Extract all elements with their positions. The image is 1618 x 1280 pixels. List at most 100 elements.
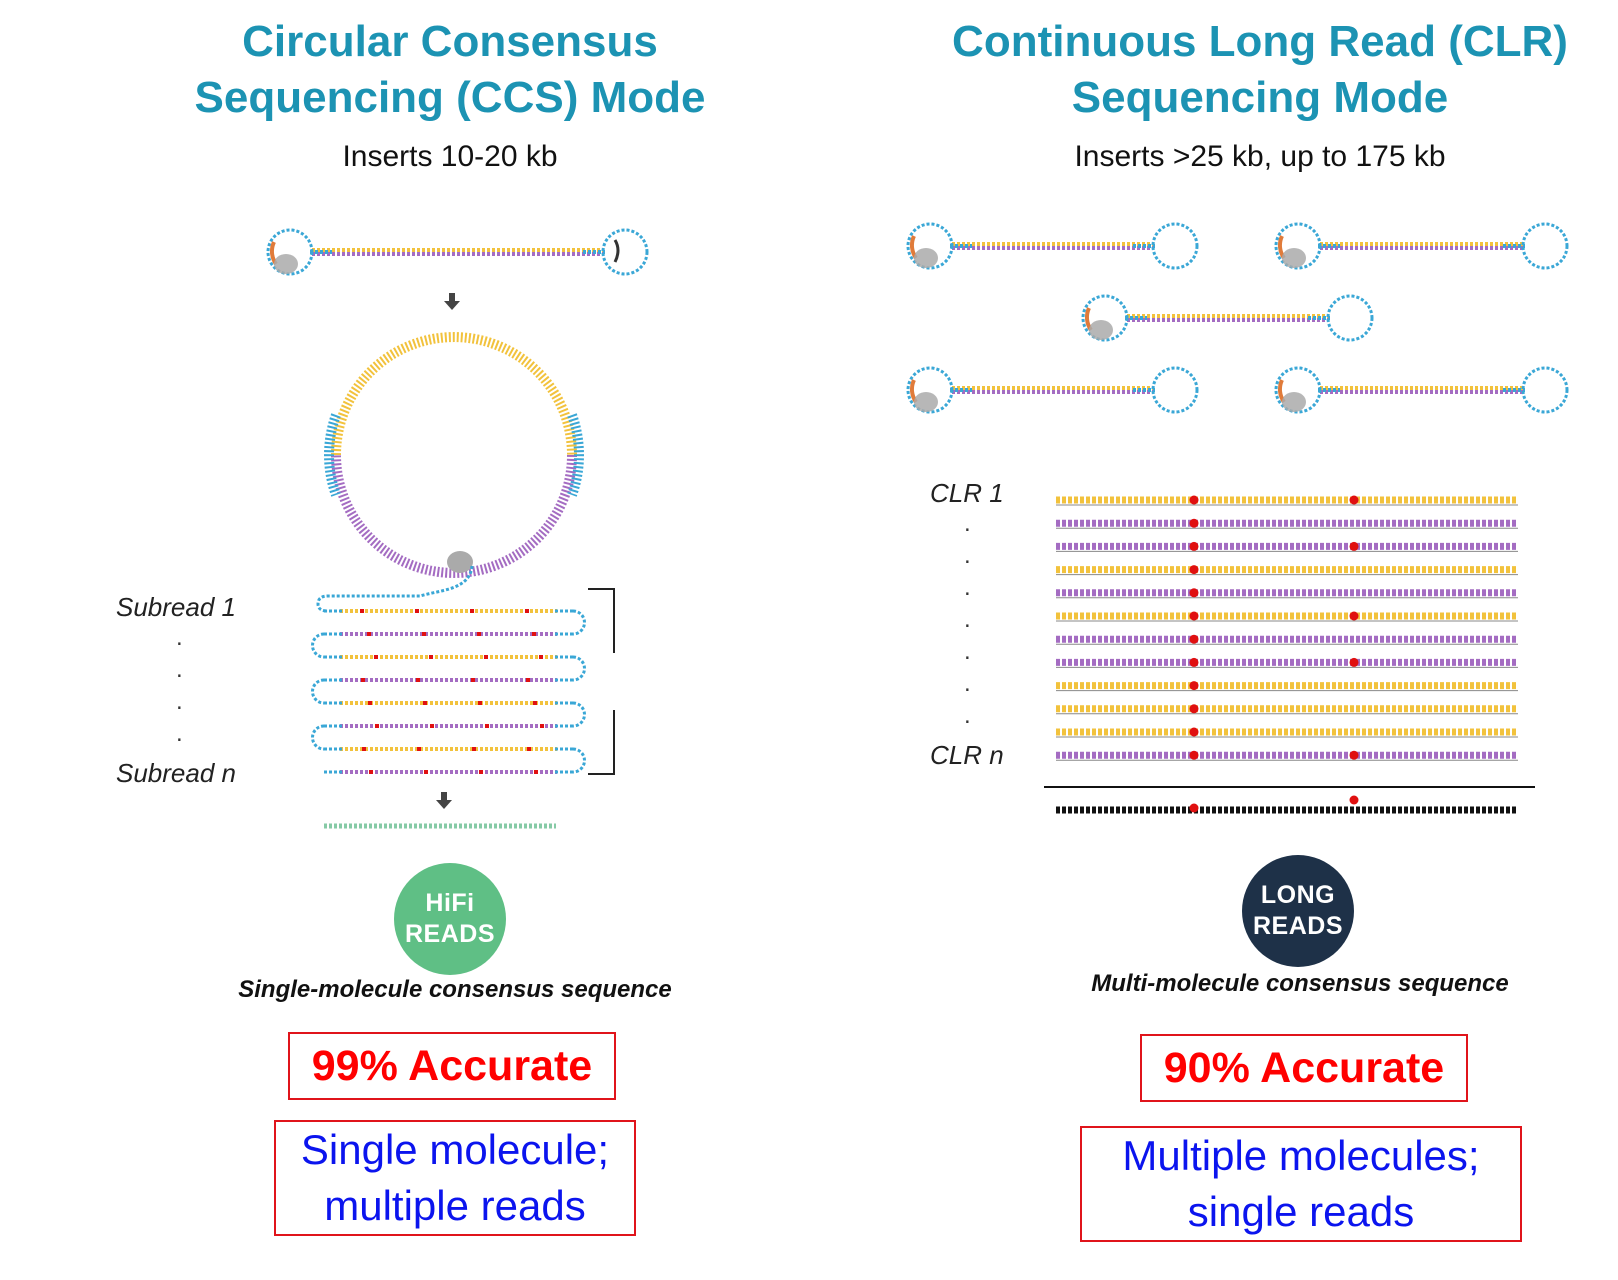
subread-error-2-2 <box>422 632 426 636</box>
ccs-arrow-1-head <box>444 301 460 310</box>
ccs-molecule-adapter-right <box>601 228 649 276</box>
subread-turn-4 <box>311 678 325 705</box>
clr-read-error-a-2 <box>1189 518 1199 528</box>
clr-read-error-b-3 <box>1349 541 1359 551</box>
clr-read-error-a-1 <box>1189 495 1199 505</box>
clr-read-error-a-5 <box>1189 588 1199 598</box>
subread-error-7-2 <box>417 747 421 751</box>
subread-error-7-1 <box>362 747 366 751</box>
subread-error-3-3 <box>484 655 488 659</box>
ccs-desc-line2: multiple reads <box>324 1182 586 1229</box>
clr-read-error-a-8 <box>1189 657 1199 667</box>
subread-error-4-3 <box>471 678 475 682</box>
clr-1-label: CLR 1 <box>930 478 1004 508</box>
ccs-description-box: Single molecule; multiple reads <box>274 1120 636 1236</box>
subread-turn-2 <box>311 632 325 659</box>
clr-caption: Multi-molecule consensus sequence <box>1091 970 1509 997</box>
subread-error-2-3 <box>477 632 481 636</box>
long-reads-badge: LONG READS <box>1242 855 1354 967</box>
ccs-circle-yellow <box>331 332 577 456</box>
clr-dots: ....... <box>964 510 971 729</box>
ccs-arrow-1-shaft <box>449 293 455 302</box>
clr-read-error-a-9 <box>1189 681 1199 691</box>
clr-molecule-3-polymerase <box>1089 320 1113 340</box>
subread-error-1-2 <box>415 609 419 613</box>
subread-error-4-2 <box>416 678 420 682</box>
clr-molecule-1-adapter-right <box>1151 222 1199 270</box>
clr-molecule-2-polymerase <box>1282 248 1306 268</box>
clr-read-error-a-11 <box>1189 727 1199 737</box>
clr-accuracy-box: 90% Accurate <box>1140 1034 1468 1102</box>
subread-error-8-3 <box>479 770 483 774</box>
subread-error-8-1 <box>369 770 373 774</box>
clr-read-error-b-12 <box>1349 750 1359 760</box>
subread-error-8-2 <box>424 770 428 774</box>
clr-read-error-a-6 <box>1189 611 1199 621</box>
subread-turn-7 <box>572 747 586 774</box>
clr-read-error-b-6 <box>1349 611 1359 621</box>
clr-molecule-4-adapter-right <box>1151 366 1199 414</box>
subread-error-6-1 <box>375 724 379 728</box>
clr-description-box: Multiple molecules; single reads <box>1080 1126 1522 1242</box>
ccs-lead-in <box>316 565 474 613</box>
ccs-circle-adapter-right <box>567 413 584 497</box>
ccs-desc-line1: Single molecule; <box>300 1126 610 1173</box>
subread-turn-1 <box>572 609 586 636</box>
clr-read-error-a-10 <box>1189 704 1199 714</box>
subread-1-label: Subread 1 <box>116 592 236 622</box>
subread-error-5-3 <box>478 701 482 705</box>
ccs-caption: Single-molecule consensus sequence <box>238 976 672 1003</box>
subread-bracket-top <box>588 588 615 653</box>
subread-error-1-1 <box>360 609 364 613</box>
clr-read-error-a-7 <box>1189 634 1199 644</box>
clr-molecule-4-polymerase <box>914 392 938 412</box>
ccs-subtitle: Inserts 10-20 kb <box>342 140 558 173</box>
clr-title: Continuous Long Read (CLR) Sequencing Mo… <box>920 14 1600 126</box>
hifi-reads-badge: HiFi READS <box>394 863 506 975</box>
subread-error-7-3 <box>472 747 476 751</box>
subread-error-1-3 <box>470 609 474 613</box>
subread-turn-6 <box>311 724 325 751</box>
clr-molecule-3-adapter-right <box>1326 294 1374 342</box>
subread-error-5-2 <box>423 701 427 705</box>
subread-error-5-4 <box>533 701 537 705</box>
clr-read-error-a-3 <box>1189 541 1199 551</box>
ccs-title-line2: Sequencing (CCS) Mode <box>194 73 706 122</box>
subread-error-2-4 <box>532 632 536 636</box>
subread-error-5-1 <box>368 701 372 705</box>
clr-molecule-1-polymerase <box>914 248 938 268</box>
ccs-circle-adapter-left <box>324 413 341 497</box>
ccs-circle-polymerase <box>447 551 473 573</box>
clr-subtitle: Inserts >25 kb, up to 175 kb <box>1074 140 1446 173</box>
clr-desc-line1: Multiple molecules; <box>1122 1132 1480 1179</box>
subread-error-7-4 <box>527 747 531 751</box>
subread-error-2-1 <box>367 632 371 636</box>
ccs-arrow-2-shaft <box>441 792 447 801</box>
subread-bracket-bottom <box>588 710 615 775</box>
clr-consensus-error-b <box>1349 795 1359 805</box>
clr-molecule-2-adapter-right <box>1521 222 1569 270</box>
subread-error-6-4 <box>540 724 544 728</box>
clr-molecule-5-polymerase <box>1282 392 1306 412</box>
subread-error-4-4 <box>526 678 530 682</box>
subread-n-label: Subread n <box>116 758 236 788</box>
long-badge-line1: LONG <box>1260 881 1336 909</box>
hifi-badge-line1: HiFi <box>425 889 475 917</box>
long-badge-line2: READS <box>1252 912 1343 940</box>
clr-title-line2: Sequencing Mode <box>1071 73 1449 122</box>
clr-consensus-error-a <box>1189 803 1199 813</box>
subread-error-1-4 <box>525 609 529 613</box>
ccs-molecule-polymerase <box>274 254 298 274</box>
ccs-title-line1: Circular Consensus <box>242 17 658 66</box>
clr-read-error-b-1 <box>1349 495 1359 505</box>
clr-read-error-a-4 <box>1189 565 1199 575</box>
hifi-badge-line2: READS <box>404 920 495 948</box>
ccs-circle-purple <box>331 454 577 578</box>
subread-error-6-2 <box>430 724 434 728</box>
ccs-title: Circular Consensus Sequencing (CCS) Mode <box>150 14 750 126</box>
clr-read-error-a-12 <box>1189 750 1199 760</box>
subread-error-3-2 <box>429 655 433 659</box>
subread-error-6-3 <box>485 724 489 728</box>
ccs-molecule-mark <box>613 239 620 263</box>
